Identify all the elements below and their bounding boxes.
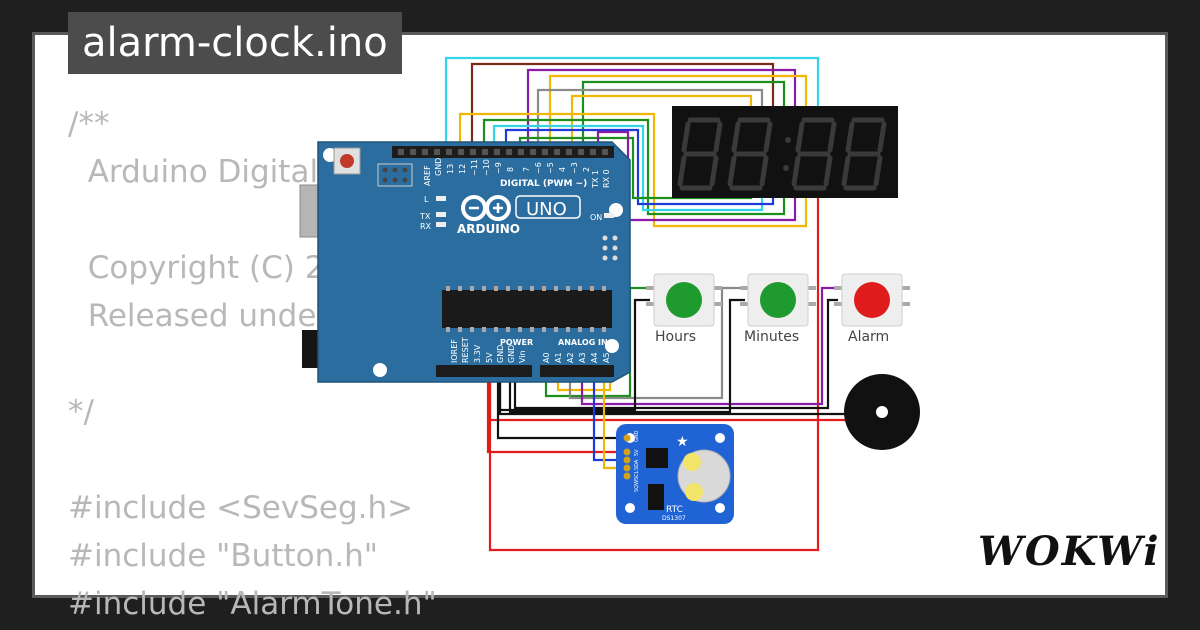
pin-label: ~5 xyxy=(546,162,555,174)
star-icon: ★ xyxy=(676,433,689,449)
code-line: #include <SevSeg.h> xyxy=(68,490,414,526)
wire-yellow xyxy=(570,94,753,150)
wire-yellow xyxy=(458,112,808,228)
arduino-logo-icon xyxy=(461,195,511,221)
code-line: Arduino Digital xyxy=(68,154,319,190)
wire-black xyxy=(508,298,745,414)
pin-label: 7 xyxy=(522,167,531,172)
file-title-tab[interactable]: alarm-clock.ino xyxy=(68,12,402,74)
pin-label: A2 xyxy=(566,352,575,363)
pin-label: GND xyxy=(507,345,516,363)
analog-label: ANALOG IN xyxy=(558,338,608,347)
board-brand: ARDUINO xyxy=(457,222,520,236)
led-rx-label: RX xyxy=(420,222,432,231)
arduino-uno-board[interactable]: AREF GND 13 12 ~11 ~10 ~9 8 7 ~6 ~5 4 ~3… xyxy=(299,141,631,383)
pin-label: ~10 xyxy=(482,159,491,176)
on-label: ON xyxy=(590,213,602,222)
pin-label: RESET xyxy=(461,337,470,363)
wire-green xyxy=(482,118,786,216)
wire-blue xyxy=(592,372,622,462)
pin-label: ~6 xyxy=(534,162,543,174)
pin-label: 12 xyxy=(458,164,467,174)
wires xyxy=(444,56,848,552)
wire-gray xyxy=(568,286,745,400)
pin-label: AREF xyxy=(423,165,432,186)
wire-green xyxy=(581,80,786,150)
pin-label: SDA xyxy=(634,459,640,470)
button-cap xyxy=(760,282,796,318)
pin-label: A3 xyxy=(578,352,587,363)
wire-red xyxy=(488,190,820,552)
pin-label: ~9 xyxy=(494,162,503,174)
wire-green xyxy=(544,286,650,398)
pin-label: A1 xyxy=(554,352,563,363)
button-hours[interactable]: Hours xyxy=(646,273,722,345)
pin-label: A4 xyxy=(590,352,599,363)
rtc-name: RTC xyxy=(666,505,683,515)
pin-label: RX 0 xyxy=(602,169,611,188)
button-label: Hours xyxy=(655,329,696,345)
pin-label: SCL xyxy=(634,470,640,480)
power-pin-labels: IOREF RESET 3.3V 5V GND GND Vin xyxy=(450,337,527,363)
buzzer-hole-icon xyxy=(876,406,888,418)
wire-purple xyxy=(580,286,838,406)
pin-label: ~3 xyxy=(570,162,579,174)
wire-purple xyxy=(526,68,797,150)
pin-label: A5 xyxy=(602,352,611,363)
digital-label: DIGITAL (PWM ~) xyxy=(500,179,587,189)
button-label: Alarm xyxy=(848,329,889,345)
pin-label: 3.3V xyxy=(473,344,482,363)
pin-label: TX 1 xyxy=(591,170,600,189)
pin-label: 4 xyxy=(558,167,567,172)
wire-cyan xyxy=(444,56,820,150)
pin-label: 5V xyxy=(485,352,494,363)
pin-label: GND xyxy=(634,430,640,442)
pin-label: GND xyxy=(434,158,443,176)
button-cap xyxy=(854,282,890,318)
code-preview: /** Arduino Digital Copyright (C) 2 Rele… xyxy=(68,100,437,628)
code-line: /** xyxy=(68,106,110,142)
wokwi-logo: WOKWi xyxy=(978,528,1161,575)
led-l-label: L xyxy=(424,195,429,204)
pin-label: 5V xyxy=(634,449,640,456)
button-minutes[interactable]: Minutes xyxy=(740,273,816,345)
wire-cyan xyxy=(492,124,764,212)
pin-label: IOREF xyxy=(450,339,459,363)
wire-black xyxy=(498,372,848,416)
rtc-module[interactable]: ★ GND 5V SDA SCL SQW RTC DS1307 xyxy=(616,424,734,524)
pin-label: 13 xyxy=(446,164,455,174)
code-line: */ xyxy=(68,394,94,430)
led-tx-label: TX xyxy=(419,212,431,221)
seven-segment-display[interactable] xyxy=(672,106,898,198)
code-line: #include "AlarmTone.h" xyxy=(68,586,437,622)
analog-pin-labels: A0 A1 A2 A3 A4 A5 xyxy=(542,352,611,363)
digital-pin-labels: AREF GND 13 12 ~11 ~10 ~9 8 7 ~6 ~5 4 ~3… xyxy=(423,158,611,189)
pin-label: 8 xyxy=(506,167,515,172)
code-line: #include "Button.h" xyxy=(68,538,378,574)
atmega-chip xyxy=(442,290,612,328)
wire-red xyxy=(486,372,622,454)
button-alarm[interactable]: Alarm xyxy=(834,273,910,345)
pin-label: ~11 xyxy=(470,159,479,176)
button-label: Minutes xyxy=(744,329,799,345)
pin-label: GND xyxy=(496,345,505,363)
wire-brown xyxy=(470,62,775,150)
code-line: Released unde xyxy=(68,298,317,334)
button-cap xyxy=(666,282,702,318)
pin-label: SQW xyxy=(634,480,640,492)
wire-black xyxy=(513,298,838,410)
pin-label: Vin xyxy=(518,350,527,363)
rtc-pin-labels: GND 5V SDA SCL SQW xyxy=(634,430,640,492)
power-label: POWER xyxy=(500,338,533,347)
wire-blue xyxy=(504,128,775,206)
reset-icon xyxy=(340,154,354,168)
rtc-chip: DS1307 xyxy=(662,515,686,522)
buzzer[interactable] xyxy=(844,374,920,450)
board-model: UNO xyxy=(526,199,567,220)
pin-label: A0 xyxy=(542,352,551,363)
wire-red xyxy=(488,372,848,422)
wire-black xyxy=(496,372,622,440)
pin-label: 2 xyxy=(582,167,591,172)
